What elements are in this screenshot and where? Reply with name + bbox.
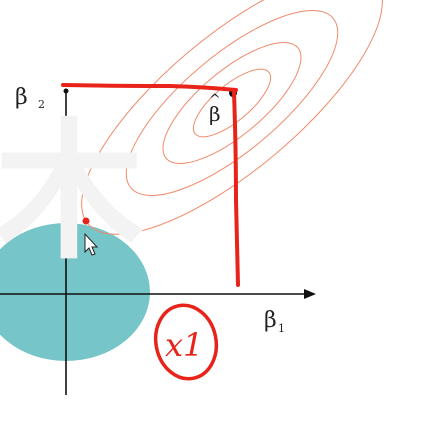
background-watermark: 木 bbox=[0, 106, 145, 280]
y-axis-end-dot bbox=[63, 88, 69, 94]
tangency-point bbox=[82, 217, 90, 225]
contour-ellipse-3 bbox=[162, 42, 302, 164]
contour-ellipse-2 bbox=[125, 10, 339, 196]
annotation-circle bbox=[153, 303, 219, 381]
y-axis-label-subscript: 2 bbox=[38, 98, 45, 111]
beta-hat-hat: ^ bbox=[209, 92, 221, 108]
annotation-text: x1 bbox=[165, 326, 203, 364]
mouse-pointer-icon bbox=[84, 232, 99, 256]
constraint-region bbox=[0, 223, 150, 361]
x-axis-arrowhead bbox=[304, 289, 316, 299]
contour-ellipse-4 bbox=[192, 68, 272, 138]
x-axis-label: β bbox=[264, 308, 277, 333]
y-axis-label: β bbox=[15, 85, 28, 110]
x-axis-label-subscript: 1 bbox=[278, 322, 285, 335]
red-marker-horizontal-line bbox=[61, 83, 238, 92]
axes bbox=[0, 92, 306, 395]
red-marker-vertical-line bbox=[232, 90, 240, 287]
beta-hat-label: β bbox=[209, 102, 221, 126]
handwritten-annotation: x1 bbox=[153, 303, 219, 381]
